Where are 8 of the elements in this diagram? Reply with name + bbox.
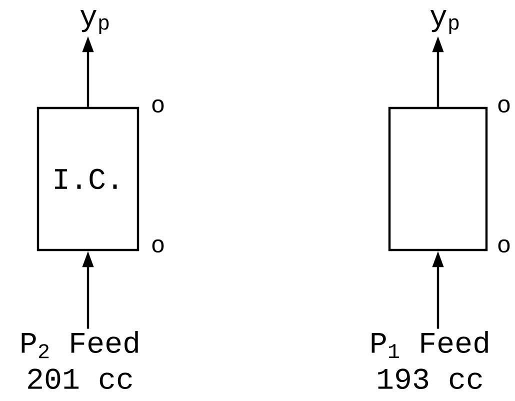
terminal-label: o — [498, 99, 510, 113]
process-box — [388, 106, 488, 252]
output-label: y$_{p}$ — [430, 10, 459, 34]
process-box: I.C. — [36, 106, 140, 252]
feed-label: P$_{1}$ Feed 193 cc — [372, 330, 488, 389]
terminal-label: o — [152, 99, 164, 113]
output-label: y$_{p}$ — [80, 10, 109, 34]
feed-label: P$_{2}$ Feed 201 cc — [22, 330, 138, 389]
